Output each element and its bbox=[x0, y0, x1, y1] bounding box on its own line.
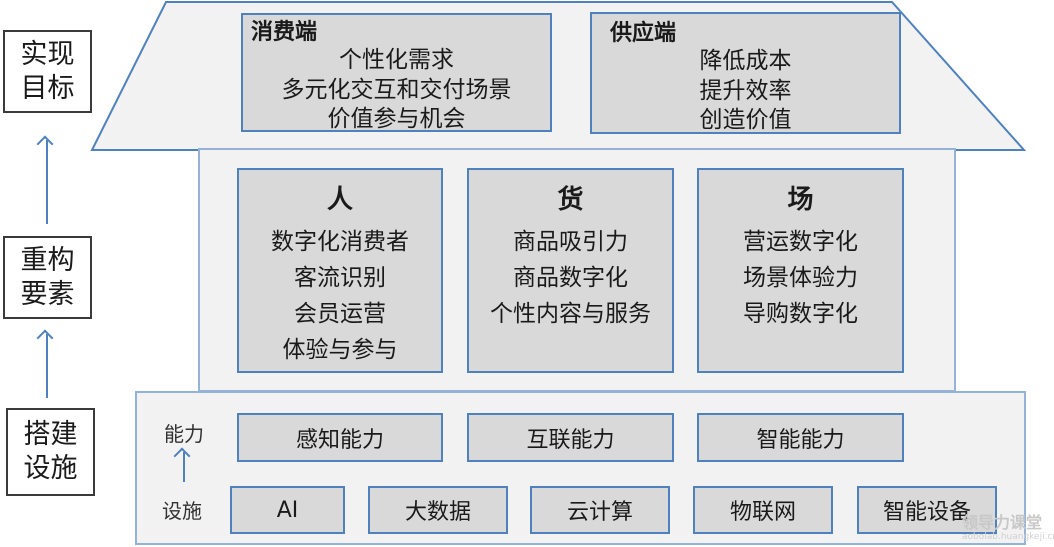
goods-item: 商品吸引力 bbox=[513, 229, 628, 255]
goal-label-line-1: 实现 bbox=[20, 38, 75, 70]
elements-label-box: 重构 要素 bbox=[3, 236, 92, 319]
consumer-title: 消费端 bbox=[251, 20, 318, 45]
people-item: 客流识别 bbox=[294, 265, 386, 291]
facility-box: 云计算 bbox=[530, 486, 670, 534]
goods-item: 商品数字化 bbox=[513, 265, 628, 291]
place-item: 导购数字化 bbox=[743, 301, 858, 327]
capability-box: 智能能力 bbox=[697, 413, 904, 462]
supply-item: 提升效率 bbox=[699, 78, 792, 104]
place-title: 场 bbox=[787, 185, 814, 215]
place-item: 场景体验力 bbox=[743, 265, 858, 291]
consumer-item: 价值参与机会 bbox=[327, 106, 466, 132]
consumer-item: 多元化交互和交付场景 bbox=[281, 77, 512, 103]
facility-label: 设施 bbox=[162, 499, 202, 523]
goods-item: 个性内容与服务 bbox=[490, 301, 651, 327]
people-column: 人 数字化消费者 客流识别 会员运营 体验与参与 bbox=[237, 168, 443, 373]
build-label-line-1: 搭建 bbox=[23, 419, 78, 450]
facility-box: 物联网 bbox=[693, 486, 833, 534]
consumer-item: 个性化需求 bbox=[339, 47, 454, 73]
goods-column: 货 商品吸引力 商品数字化 个性内容与服务 bbox=[467, 168, 674, 373]
watermark-logo: 领导力课堂 bbox=[962, 513, 1043, 532]
supply-item: 创造价值 bbox=[699, 107, 792, 133]
facility-box: 智能设备 bbox=[857, 486, 997, 534]
facility-box: AI bbox=[230, 486, 345, 534]
place-item: 营运数字化 bbox=[743, 229, 858, 255]
arrow-up-icon bbox=[46, 140, 48, 224]
people-item: 体验与参与 bbox=[282, 337, 398, 363]
goal-label-box: 实现 目标 bbox=[3, 30, 92, 113]
goal-label-line-2: 目标 bbox=[20, 72, 75, 104]
facility-box: 大数据 bbox=[368, 486, 508, 534]
people-item: 数字化消费者 bbox=[271, 229, 409, 255]
goods-title: 货 bbox=[557, 185, 584, 215]
people-item: 会员运营 bbox=[294, 301, 386, 327]
supply-box: 供应端 降低成本 提升效率 创造价值 bbox=[590, 12, 901, 134]
elements-label-line-2: 要素 bbox=[20, 278, 75, 310]
people-title: 人 bbox=[326, 185, 353, 215]
capability-label: 能力 bbox=[164, 422, 204, 446]
supply-title: 供应端 bbox=[610, 21, 677, 46]
elements-label-line-1: 重构 bbox=[20, 244, 75, 276]
watermark-url: aobolab.huangkeji.cn bbox=[962, 532, 1054, 542]
consumer-box: 消费端 个性化需求 多元化交互和交付场景 价值参与机会 bbox=[241, 13, 552, 132]
build-label-line-2: 设施 bbox=[23, 453, 78, 484]
capability-box: 感知能力 bbox=[237, 413, 443, 462]
arrow-up-icon bbox=[46, 334, 48, 398]
arrow-up-icon bbox=[183, 452, 185, 482]
supply-item: 降低成本 bbox=[699, 48, 792, 74]
capability-box: 互联能力 bbox=[467, 413, 674, 462]
place-column: 场 营运数字化 场景体验力 导购数字化 bbox=[697, 168, 904, 373]
build-label-box: 搭建 设施 bbox=[6, 408, 95, 496]
